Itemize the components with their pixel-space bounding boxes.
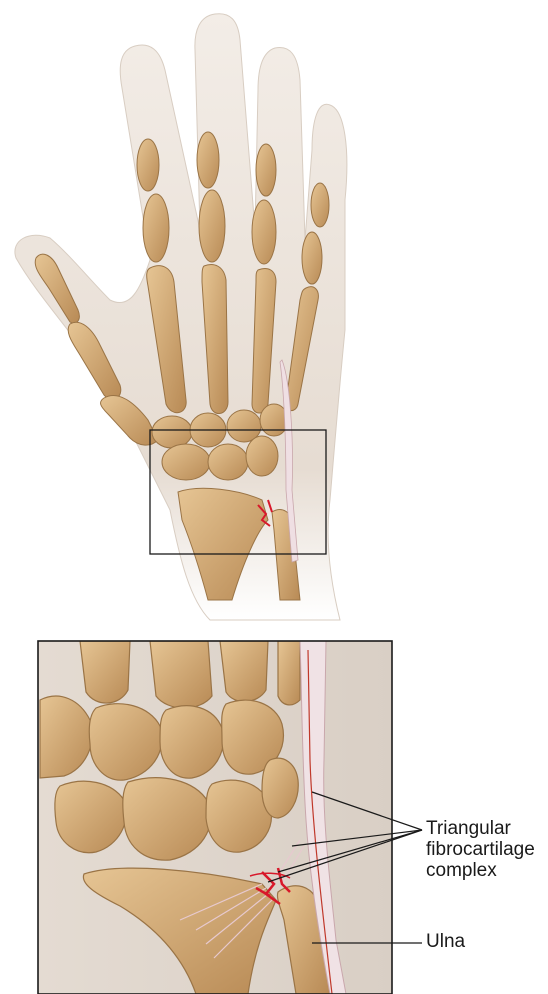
tfcc-label-line-3: complex bbox=[426, 860, 535, 881]
ulna-label: Ulna bbox=[426, 931, 465, 952]
tfcc-label-line-2: fibrocartilage bbox=[426, 839, 535, 860]
hand-skin-outline bbox=[15, 14, 347, 620]
tfcc-label-line-1: Triangular bbox=[426, 818, 535, 839]
tfcc-label: Triangular fibrocartilage complex bbox=[426, 818, 535, 881]
inset-magnified-view bbox=[38, 641, 392, 994]
